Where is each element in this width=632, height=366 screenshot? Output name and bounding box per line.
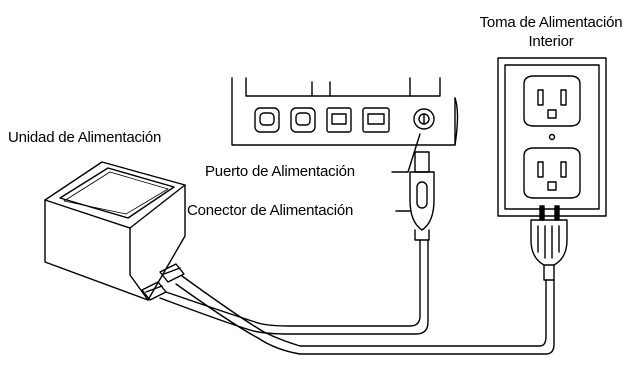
wall-outlet	[497, 57, 607, 217]
outlet-label-line1: Toma de Alimentación	[479, 14, 623, 31]
power-unit-label: Unidad de Alimentación	[8, 129, 162, 146]
ac-cable	[175, 275, 555, 355]
power-connector-label: Conector de Alimentación	[187, 202, 354, 219]
power-port-label: Puerto de Alimentación	[205, 163, 355, 180]
outlet-receptacle-top	[523, 75, 581, 127]
outlet-label-line2: Interior	[528, 33, 574, 50]
modular-jack-4	[362, 107, 390, 133]
modular-jack-3	[326, 107, 352, 133]
power-supply-unit	[44, 161, 186, 301]
modular-jack-1	[254, 107, 280, 133]
modular-jack-2	[290, 107, 316, 133]
power-connector-plug	[409, 151, 435, 241]
power-port-jack	[413, 108, 435, 130]
dc-cable	[159, 239, 429, 335]
power-port-leader	[391, 133, 421, 173]
wall-plug	[530, 205, 568, 281]
device-rear-panel	[231, 77, 459, 146]
outlet-receptacle-bottom	[523, 147, 581, 199]
